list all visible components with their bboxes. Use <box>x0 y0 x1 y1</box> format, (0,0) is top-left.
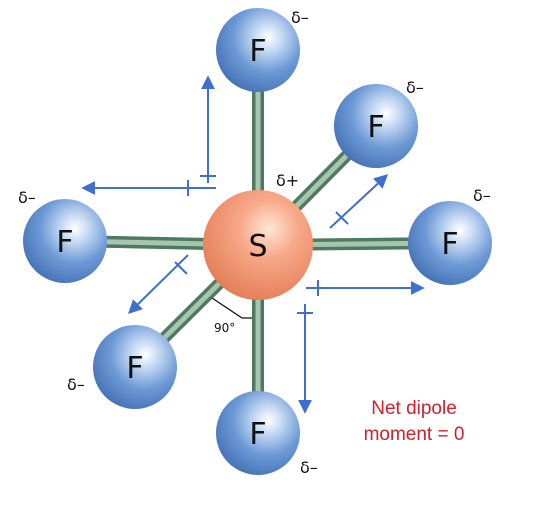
atom-s-center: S <box>203 190 313 300</box>
charge-label-right: δ– <box>473 186 491 205</box>
note-line-2: moment = 0 <box>364 424 465 445</box>
atom-symbol: F <box>441 227 458 262</box>
dipole-arrow-right <box>306 280 425 296</box>
atom-f-lower-left: F <box>93 325 177 409</box>
atom-symbol: F <box>126 351 143 386</box>
atom-f-left: F <box>23 199 107 283</box>
note-line-1: Net dipole <box>371 398 457 419</box>
dipole-arrow-bottom <box>297 304 313 414</box>
charge-label-sulfur: δ+ <box>276 171 299 190</box>
atom-f-right: F <box>408 201 492 285</box>
bond-angle-marker: 90° <box>211 297 252 335</box>
atom-f-bottom: F <box>216 391 300 475</box>
charge-label-bottom: δ– <box>300 458 318 477</box>
dipole-arrow-lower-left <box>128 254 189 314</box>
atom-f-top: F <box>216 8 300 92</box>
partial-charges: δ– δ– δ– δ– δ– δ– δ+ <box>18 8 491 477</box>
atom-symbol: F <box>56 225 73 260</box>
charge-label-lower-left: δ– <box>67 375 85 394</box>
charge-label-top: δ– <box>291 8 309 27</box>
charge-label-upper-right: δ– <box>406 78 424 97</box>
atom-symbol: F <box>249 417 266 452</box>
atom-f-upper-right: F <box>334 84 418 168</box>
net-dipole-note: Net dipole moment = 0 <box>364 398 465 445</box>
atom-symbol: F <box>367 110 384 145</box>
dipole-arrows <box>81 75 425 414</box>
dipole-arrow-top <box>200 75 216 183</box>
dipole-arrow-upper-right <box>329 174 389 229</box>
charge-label-left: δ– <box>18 188 36 207</box>
dipole-arrow-left <box>81 180 216 196</box>
atom-symbol: F <box>249 34 266 69</box>
atom-symbol: S <box>248 229 267 264</box>
bond-angle-label: 90° <box>214 321 235 335</box>
